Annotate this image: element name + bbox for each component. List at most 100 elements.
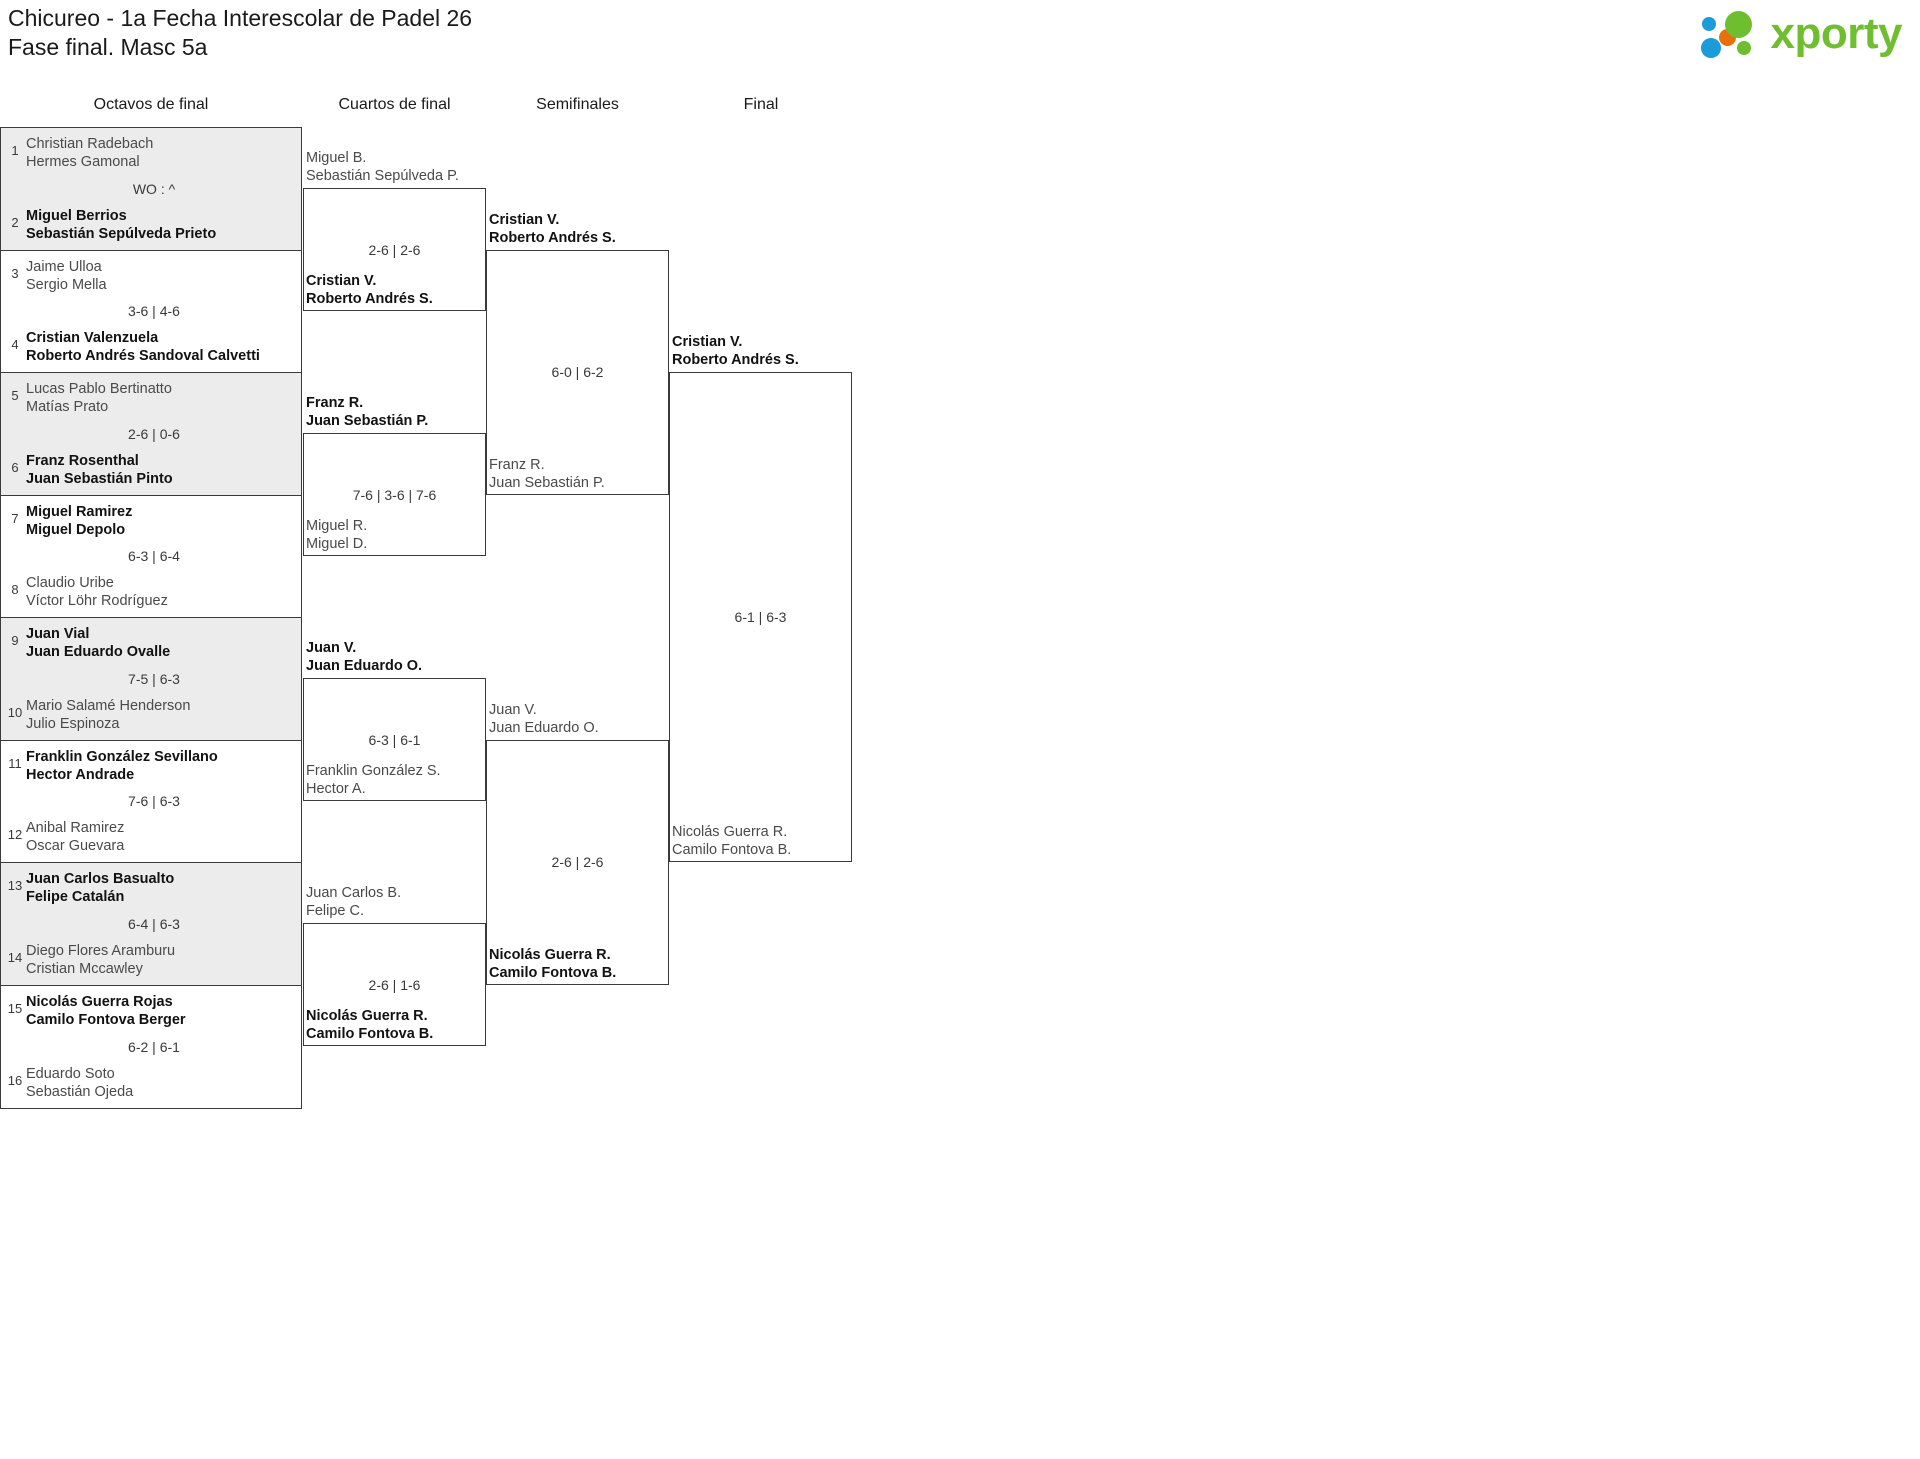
semifinales-team-top[interactable]: Juan V. Juan Eduardo O. bbox=[489, 701, 599, 736]
semifinales-team-bottom[interactable]: Nicolás Guerra R. Camilo Fontova B. bbox=[489, 946, 617, 981]
player-name-2: Camilo Fontova Berger bbox=[26, 1011, 186, 1028]
player-name-1: Franz Rosenthal bbox=[26, 452, 139, 469]
player-name-2: Juan Eduardo Ovalle bbox=[26, 644, 171, 660]
player-name-2: Matías Prato bbox=[26, 399, 109, 415]
player-name-1: Miguel Berrios bbox=[26, 207, 127, 224]
final-match-box[interactable]: 6-1 | 6-3 bbox=[669, 372, 852, 862]
player-name-1: Miguel Ramirez bbox=[26, 503, 133, 520]
semifinales-team-top[interactable]: Cristian V. Roberto Andrés S. bbox=[489, 211, 616, 246]
cuartos-team-top[interactable]: Juan Carlos B. Felipe C. bbox=[306, 885, 402, 920]
match-score: 6-1 | 6-3 bbox=[734, 609, 787, 625]
player-name-1: Jaime Ulloa bbox=[26, 258, 102, 275]
player-name-2: Hector Andrade bbox=[26, 766, 135, 783]
xporty-logo[interactable]: xporty bbox=[1700, 8, 1903, 60]
cuartos-match-box[interactable]: 6-3 | 6-1 bbox=[303, 678, 486, 801]
semifinales-team-bottom[interactable]: Franz R. Juan Sebastián P. bbox=[489, 456, 605, 491]
seed-number: 8 bbox=[11, 582, 19, 597]
seed-number: 1 bbox=[11, 143, 19, 158]
final-team-bottom[interactable]: Nicolás Guerra R. Camilo Fontova B. bbox=[672, 824, 792, 858]
player-name-2: Felipe Catalán bbox=[26, 889, 125, 905]
semifinales-match-box[interactable]: 2-6 | 2-6 bbox=[486, 739, 669, 985]
player-name-2: Roberto Andrés Sandoval Calvetti bbox=[26, 348, 260, 364]
player-name-2: Oscar Guevara bbox=[26, 838, 125, 854]
player-name-1: Juan Carlos Basualto bbox=[26, 871, 175, 887]
seed-number: 14 bbox=[7, 949, 23, 965]
cuartos-team-bottom[interactable]: Franklin González S. Hector A. bbox=[306, 762, 441, 797]
round-header-semifinales: Semifinales bbox=[536, 96, 619, 113]
seed-number: 3 bbox=[11, 265, 19, 281]
cuartos-team-bottom[interactable]: Cristian V. Roberto Andrés S. bbox=[306, 272, 433, 307]
cuartos-match-box[interactable]: 2-6 | 2-6 bbox=[303, 188, 486, 311]
match-score: 7-6 | 6-3 bbox=[128, 793, 180, 810]
cuartos-team-bottom[interactable]: Nicolás Guerra R. Camilo Fontova B. bbox=[306, 1007, 434, 1042]
page-title: Chicureo - 1a Fecha Interescolar de Pade… bbox=[8, 5, 473, 60]
cuartos-match-box[interactable]: 2-6 | 1-6 bbox=[303, 923, 486, 1046]
player-name-2: Miguel Depolo bbox=[26, 521, 126, 538]
seed-number: 7 bbox=[11, 510, 19, 526]
player-name-2: Sergio Mella bbox=[26, 276, 107, 293]
player-name-2: Sebastián Sepúlveda Prieto bbox=[26, 225, 217, 242]
seed-number: 9 bbox=[11, 633, 19, 648]
cuartos-match-box[interactable]: 7-6 | 3-6 | 7-6 bbox=[303, 433, 486, 556]
player-name-2: Julio Espinoza bbox=[26, 715, 120, 732]
player-name-1: Juan Vial bbox=[26, 626, 90, 642]
seed-number: 6 bbox=[11, 459, 19, 475]
player-name-1: Anibal Ramirez bbox=[26, 820, 125, 836]
match-score: 3-6 | 4-6 bbox=[128, 303, 180, 320]
cuartos-team-bottom[interactable]: Miguel R. Miguel D. bbox=[306, 517, 368, 552]
cuartos-team-top[interactable]: Franz R. Juan Sebastián P. bbox=[306, 395, 429, 430]
semifinales-match-box[interactable]: 6-0 | 6-2 bbox=[486, 249, 669, 495]
logo-wordmark: xporty bbox=[1770, 9, 1903, 58]
final-team-top[interactable]: Cristian V. Roberto Andrés S. bbox=[672, 334, 799, 368]
player-name-1: Claudio Uribe bbox=[26, 575, 114, 591]
cuartos-team-top[interactable]: Juan V. Juan Eduardo O. bbox=[306, 640, 423, 675]
match-score: 6-3 | 6-4 bbox=[128, 548, 180, 565]
match-score: 6-2 | 6-1 bbox=[128, 1038, 180, 1055]
round-header-octavos: Octavos de final bbox=[93, 96, 209, 113]
player-name-2: Sebastián Ojeda bbox=[26, 1084, 134, 1100]
round-header-cuartos: Cuartos de final bbox=[338, 96, 451, 113]
cuartos-team-top[interactable]: Miguel B. Sebastián Sepúlveda P. bbox=[306, 150, 459, 185]
match-score: 6-3 | 6-1 bbox=[368, 731, 421, 748]
seed-number: 10 bbox=[7, 704, 23, 720]
match-score: WO : ^ bbox=[132, 180, 176, 197]
seed-number: 11 bbox=[8, 755, 22, 771]
